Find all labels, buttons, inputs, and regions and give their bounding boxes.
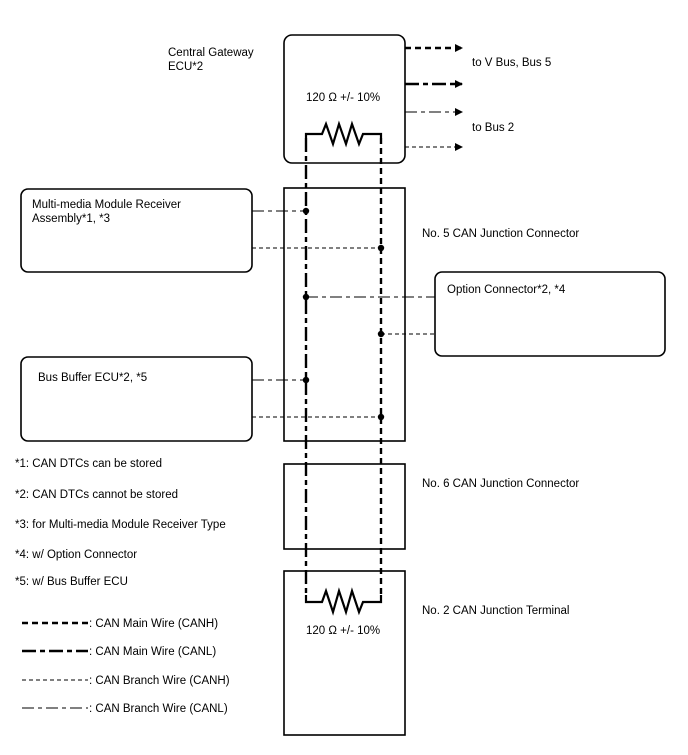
terminal-resistor-label: 120 Ω +/- 10% — [306, 625, 380, 637]
footnote: *2: CAN DTCs cannot be stored — [15, 489, 178, 501]
central-gateway-label-line1: Central Gateway — [168, 47, 254, 59]
legend-label-main-canl: : CAN Main Wire (CANL) — [89, 646, 216, 658]
option-canl-junction-dot — [302, 293, 310, 301]
bus-buffer-canl-junction-dot — [302, 376, 310, 384]
option-canh-junction-dot — [377, 330, 385, 338]
gateway-resistor-label: 120 Ω +/- 10% — [306, 92, 380, 104]
footnote: *3: for Multi-media Module Receiver Type — [15, 519, 226, 531]
bus-buffer-canh-junction-dot — [377, 413, 385, 421]
legend-label-branch-canl: : CAN Branch Wire (CANL) — [89, 703, 228, 715]
legend-label-branch-canh: : CAN Branch Wire (CANH) — [89, 675, 230, 687]
no2-junction-terminal-box — [283, 570, 406, 736]
multimedia-receiver-label-line1: Multi-media Module Receiver — [32, 199, 181, 211]
multimedia-canl-junction-dot — [302, 207, 310, 215]
bus-buffer-ecu-box — [20, 356, 253, 442]
no6-junction-connector-label: No. 6 CAN Junction Connector — [422, 478, 579, 490]
no5-junction-connector-label: No. 5 CAN Junction Connector — [422, 228, 579, 240]
multimedia-receiver-label-line2: Assembly*1, *3 — [32, 213, 110, 225]
no6-junction-connector-box — [283, 463, 406, 550]
bus-buffer-ecu-label: Bus Buffer ECU*2, *5 — [38, 372, 147, 384]
multimedia-canh-junction-dot — [377, 244, 385, 252]
legend-label-main-canh: : CAN Main Wire (CANH) — [89, 618, 218, 630]
gateway-resistor — [304, 120, 383, 148]
option-connector-box — [434, 271, 666, 357]
no5-junction-connector-box — [283, 187, 406, 442]
option-connector-label: Option Connector*2, *4 — [447, 284, 566, 296]
central-gateway-label-line2: ECU*2 — [168, 61, 203, 73]
output-label-v-bus: to V Bus, Bus 5 — [472, 57, 551, 69]
terminal-resistor — [304, 587, 383, 616]
central-gateway-ecu-box — [283, 34, 406, 164]
footnotes: *1: CAN DTCs can be stored *2: CAN DTCs … — [15, 458, 226, 588]
legend: : CAN Main Wire (CANH) : CAN Main Wire (… — [22, 618, 230, 715]
no2-junction-terminal-label: No. 2 CAN Junction Terminal — [422, 605, 569, 617]
footnote: *1: CAN DTCs can be stored — [15, 458, 162, 470]
footnote: *5: w/ Bus Buffer ECU — [15, 576, 128, 588]
multimedia-receiver-box — [20, 188, 253, 273]
output-label-bus2: to Bus 2 — [472, 122, 514, 134]
footnote: *4: w/ Option Connector — [15, 549, 137, 561]
